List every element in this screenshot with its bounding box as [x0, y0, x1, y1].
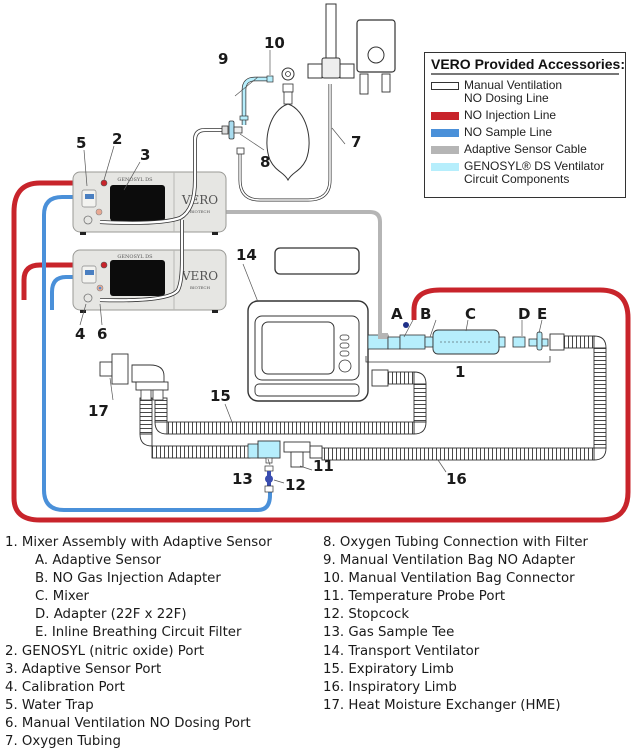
legend-swatch [431, 146, 459, 154]
key-item: 1. Mixer Assembly with Adaptive Sensor [5, 535, 272, 550]
callout-6: 6 [97, 325, 107, 343]
callout-C: C [465, 305, 476, 323]
legend-title: VERO Provided Accessories: [431, 56, 625, 75]
callout-16: 16 [446, 470, 467, 488]
legend-label: NO Sample Line [464, 125, 553, 139]
key-subitem: B. NO Gas Injection Adapter [35, 571, 221, 587]
mixer-assembly [365, 322, 565, 363]
legend-box: VERO Provided Accessories: Manual Ventil… [424, 52, 626, 198]
key-item: 12. Stopcock [323, 607, 410, 623]
callout-13: 13 [232, 470, 253, 488]
callout-12: 12 [285, 476, 306, 494]
bag-no-adapter [239, 75, 274, 125]
device-brand: VERO [181, 193, 218, 207]
manual-ventilation-bag [266, 67, 310, 182]
callout-8: 8 [260, 153, 270, 171]
key-subitem: D. Adapter (22F x 22F) [35, 607, 187, 623]
device-model: GENOSYL DS [117, 177, 153, 183]
callout-10: 10 [264, 34, 285, 52]
legend-label: NO Injection Line [464, 108, 557, 122]
key-item: 14. Transport Ventilator [323, 643, 480, 659]
key-item: 5. Water Trap [5, 697, 94, 713]
legend-swatch [431, 129, 459, 137]
key-item: 16. Inspiratory Limb [323, 679, 457, 695]
manual-ventilation-dosing-line [99, 128, 222, 303]
setup-diagram: VERO BIOTECH GENOSYL DS VERO BIOTECH GEN… [11, 3, 631, 523]
callout-9: 9 [218, 50, 228, 68]
device-brand-sub: BIOTECH [190, 285, 210, 290]
transport-ventilator [247, 247, 369, 402]
no-injection-line [11, 180, 631, 523]
oxygen-flowmeter [307, 3, 396, 95]
leader-lines [79, 50, 543, 484]
device-brand-sub: BIOTECH [190, 209, 210, 214]
callout-11: 11 [313, 457, 334, 475]
circuit-lower [139, 397, 323, 468]
legend-label: Adaptive Sensor Cable [464, 142, 587, 156]
callout-17: 17 [88, 402, 109, 420]
callout-5: 5 [76, 134, 86, 152]
callout-15: 15 [210, 387, 231, 405]
key-item: 3. Adaptive Sensor Port [5, 661, 162, 677]
callout-7: 7 [351, 133, 361, 151]
callout-1: 1 [455, 363, 465, 381]
callout-B: B [420, 305, 431, 323]
callout-14: 14 [236, 246, 257, 264]
key-item: 11. Temperature Probe Port [323, 589, 506, 605]
key-item: 13. Gas Sample Tee [323, 625, 455, 641]
device-model: GENOSYL DS [117, 254, 153, 260]
key-item: 7. Oxygen Tubing [5, 734, 121, 750]
key-item: 8. Oxygen Tubing Connection with Filter [323, 535, 588, 550]
callout-2: 2 [112, 130, 122, 148]
genosyl-device-primary: VERO BIOTECH GENOSYL DS [72, 171, 227, 235]
key-item: 15. Expiratory Limb [323, 661, 454, 677]
legend-swatch [431, 112, 459, 120]
legend-item: Adaptive Sensor Cable [431, 143, 619, 156]
expiratory-limb [154, 369, 427, 435]
callout-D: D [518, 305, 530, 323]
callout-4: 4 [75, 325, 85, 343]
stopcock [264, 465, 274, 493]
legend-item: NO Injection Line [431, 109, 619, 122]
hme-elbow [99, 353, 169, 401]
callout-E: E [537, 305, 547, 323]
genosyl-device-backup: VERO BIOTECH GENOSYL DS [72, 249, 227, 313]
legend-item: NO Sample Line [431, 126, 619, 139]
key-subitem: A. Adaptive Sensor [35, 553, 161, 569]
legend-swatch [431, 82, 459, 90]
key-item: 4. Calibration Port [5, 679, 125, 695]
key-item: 6. Manual Ventilation NO Dosing Port [5, 715, 251, 731]
component-key-right: 8. Oxygen Tubing Connection with Filter 9… [323, 534, 588, 715]
key-item: 2. GENOSYL (nitric oxide) Port [5, 643, 205, 659]
oxygen-tubing-filter [221, 120, 243, 140]
key-item: 17. Heat Moisture Exchanger (HME) [323, 697, 561, 713]
key-item: 9. Manual Ventilation Bag NO Adapter [323, 553, 575, 569]
key-subitem: C. Mixer [35, 589, 90, 605]
no-sample-line [42, 195, 272, 512]
callout-A: A [391, 305, 403, 323]
adaptive-sensor-cable [100, 210, 382, 338]
device-brand: VERO [181, 269, 218, 283]
legend-swatch [431, 163, 459, 171]
key-item: 10. Manual Ventilation Bag Connector [323, 571, 575, 587]
key-subitem: E. Inline Breathing Circuit Filter [35, 625, 242, 641]
callout-3: 3 [140, 146, 150, 164]
